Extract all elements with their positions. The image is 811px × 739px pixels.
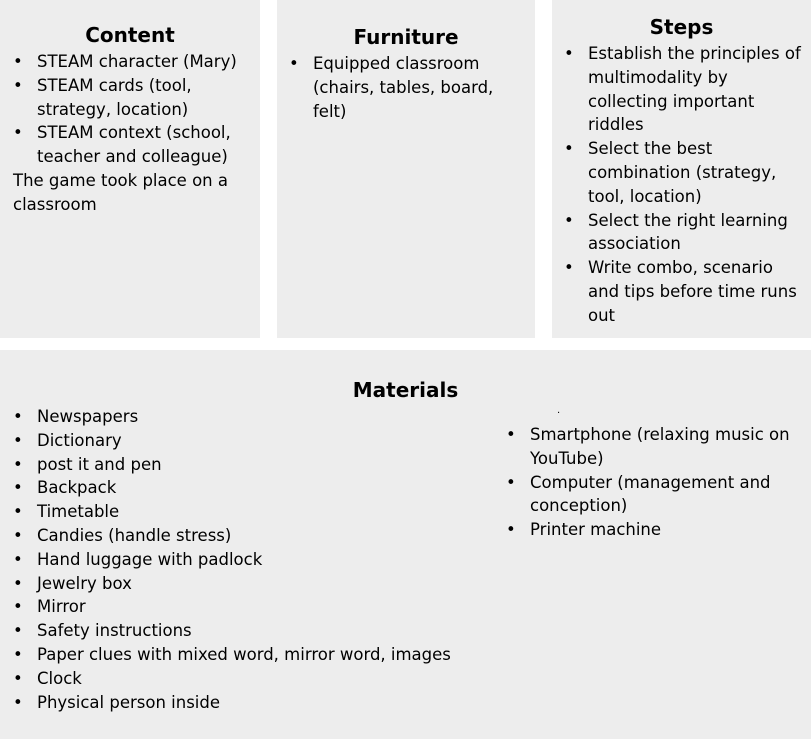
bullet-icon: • xyxy=(13,75,23,95)
list-item: •Hand luggage with padlock xyxy=(13,548,483,572)
bullet-icon: • xyxy=(506,520,516,540)
stray-dot: . xyxy=(557,405,561,416)
steps-list: •Establish the principles of multimodali… xyxy=(564,42,804,328)
bullet-icon: • xyxy=(13,407,23,426)
list-item: •Smartphone (relaxing music on YouTube) xyxy=(506,425,790,468)
list-item: •Newspapers xyxy=(13,405,483,429)
bullet-icon: • xyxy=(506,425,516,444)
bullet-icon: • xyxy=(13,621,23,641)
bullet-icon: • xyxy=(13,692,23,712)
list-item: •Select the best combination (strategy, … xyxy=(564,139,777,206)
list-item: •Printer machine xyxy=(506,518,796,542)
list-item: •Safety instructions xyxy=(13,619,483,643)
bullet-icon: • xyxy=(13,573,23,593)
list-item: •post it and pen xyxy=(13,453,483,477)
list-item: •Physical person inside xyxy=(13,691,483,715)
materials-panel: Materials xyxy=(0,350,811,739)
list-item: •Paper clues with mixed word, mirror wor… xyxy=(13,643,483,667)
furniture-title: Furniture xyxy=(353,25,459,49)
content-note: The game took place on a classroom xyxy=(13,171,228,214)
bullet-icon: • xyxy=(289,54,299,73)
list-item: •Dictionary xyxy=(13,429,483,453)
furniture-list: •Equipped classroom (chairs, tables, boa… xyxy=(289,52,529,123)
list-item: •Candies (handle stress) xyxy=(13,524,483,548)
list-item: •STEAM cards (tool, strategy, location) xyxy=(13,75,192,119)
content-panel: Content xyxy=(0,0,260,338)
list-item: •STEAM context (school, teacher and coll… xyxy=(13,123,231,167)
bullet-icon: • xyxy=(564,44,574,63)
list-item: •Clock xyxy=(13,667,483,691)
list-item: •Write combo, scenario and tips before t… xyxy=(564,258,797,325)
bullet-icon: • xyxy=(13,454,23,474)
bullet-icon: • xyxy=(564,258,574,278)
bullet-icon: • xyxy=(13,549,23,569)
bullet-icon: • xyxy=(13,430,23,450)
list-item: •Select the right learning association xyxy=(564,210,788,254)
list-item: •STEAM character (Mary) xyxy=(13,50,253,74)
steps-panel: Steps xyxy=(552,0,811,338)
list-item: •Equipped classroom (chairs, tables, boa… xyxy=(289,54,494,121)
bullet-icon: • xyxy=(13,52,23,71)
list-item: •Establish the principles of multimodali… xyxy=(564,44,801,135)
materials-title: Materials xyxy=(352,378,459,402)
content-list: •STEAM character (Mary) •STEAM cards (to… xyxy=(13,50,253,169)
steps-title: Steps xyxy=(649,15,714,39)
materials-list-left: •Newspapers •Dictionary •post it and pen… xyxy=(13,405,483,714)
bullet-icon: • xyxy=(564,210,574,230)
bullet-icon: • xyxy=(13,597,23,617)
bullet-icon: • xyxy=(13,668,23,688)
list-item: •Backpack xyxy=(13,476,483,500)
bullet-icon: • xyxy=(506,472,516,492)
content-title: Content xyxy=(85,23,175,47)
list-item: •Mirror xyxy=(13,595,483,619)
bullet-icon: • xyxy=(564,139,574,159)
bullet-icon: • xyxy=(13,502,23,522)
bullet-icon: • xyxy=(13,644,23,664)
bullet-icon: • xyxy=(13,525,23,545)
list-item: •Computer (management and conception) xyxy=(506,472,771,516)
list-item: •Timetable xyxy=(13,500,483,524)
bullet-icon: • xyxy=(13,123,23,143)
materials-list-right: •Smartphone (relaxing music on YouTube) … xyxy=(506,423,796,542)
bullet-icon: • xyxy=(13,478,23,498)
furniture-panel: Furniture xyxy=(277,0,535,338)
list-item: •Jewelry box xyxy=(13,572,483,596)
